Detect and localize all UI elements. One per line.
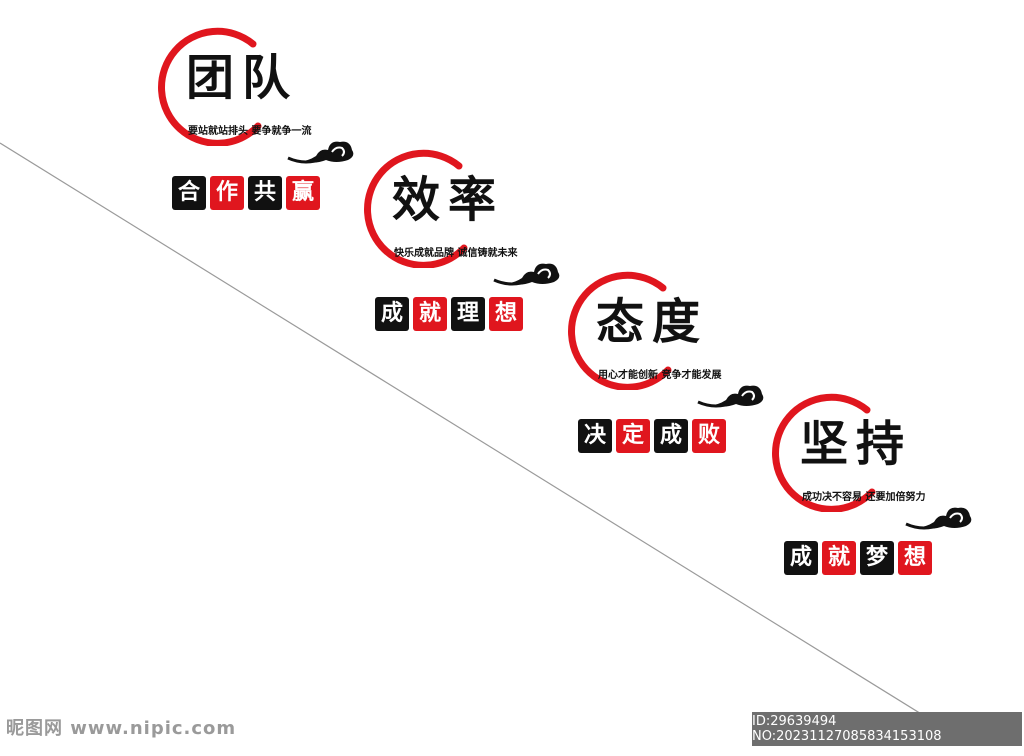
tag-char: 决 <box>578 419 612 453</box>
site-watermark: 昵图网 www.nipic.com <box>6 718 237 739</box>
tag-char: 共 <box>248 176 282 210</box>
auspicious-cloud-icon <box>905 507 972 530</box>
tag-char: 合 <box>172 176 206 210</box>
tag-row: 合 作 共 赢 <box>172 176 320 210</box>
panel-persistence: 坚持 成功决不容易 还要加倍努力 <box>772 392 1002 542</box>
tag-char: 想 <box>898 541 932 575</box>
tag-row: 决 定 成 败 <box>578 419 726 453</box>
panel-title: 效率 <box>392 172 505 228</box>
panel-title: 态度 <box>596 294 709 350</box>
panel-title: 坚持 <box>800 416 913 472</box>
auspicious-cloud-icon <box>493 263 560 286</box>
tag-char: 赢 <box>286 176 320 210</box>
panel-slogan: 快乐成就品牌 诚信铸就未来 <box>394 248 518 259</box>
red-ring <box>158 27 262 146</box>
tag-char: 理 <box>451 297 485 331</box>
panel-slogan: 用心才能创新 竞争才能发展 <box>598 370 722 381</box>
tag-row: 成 就 梦 想 <box>784 541 932 575</box>
panel-team: 团队 要站就站排头 要争就争一流 <box>158 26 388 176</box>
panel-slogan: 要站就站排头 要争就争一流 <box>188 126 312 137</box>
tag-char: 成 <box>375 297 409 331</box>
red-ring <box>772 393 876 512</box>
tag-row: 成 就 理 想 <box>375 297 523 331</box>
tag-char: 就 <box>413 297 447 331</box>
red-ring <box>364 149 468 268</box>
tag-char: 想 <box>489 297 523 331</box>
tag-char: 成 <box>784 541 818 575</box>
panel-slogan: 成功决不容易 还要加倍努力 <box>802 492 926 503</box>
tag-char: 梦 <box>860 541 894 575</box>
tag-char: 定 <box>616 419 650 453</box>
tag-char: 败 <box>692 419 726 453</box>
panel-efficiency: 效率 快乐成就品牌 诚信铸就未来 <box>364 148 594 298</box>
panel-attitude: 态度 用心才能创新 竞争才能发展 <box>568 270 798 420</box>
image-id-label: ID:29639494 NO:20231127085834153108 <box>752 712 1022 746</box>
panel-title: 团队 <box>186 50 299 106</box>
tag-char: 作 <box>210 176 244 210</box>
tag-char: 就 <box>822 541 856 575</box>
tag-char: 成 <box>654 419 688 453</box>
red-ring <box>568 271 672 390</box>
auspicious-cloud-icon <box>697 385 764 408</box>
auspicious-cloud-icon <box>287 141 354 164</box>
